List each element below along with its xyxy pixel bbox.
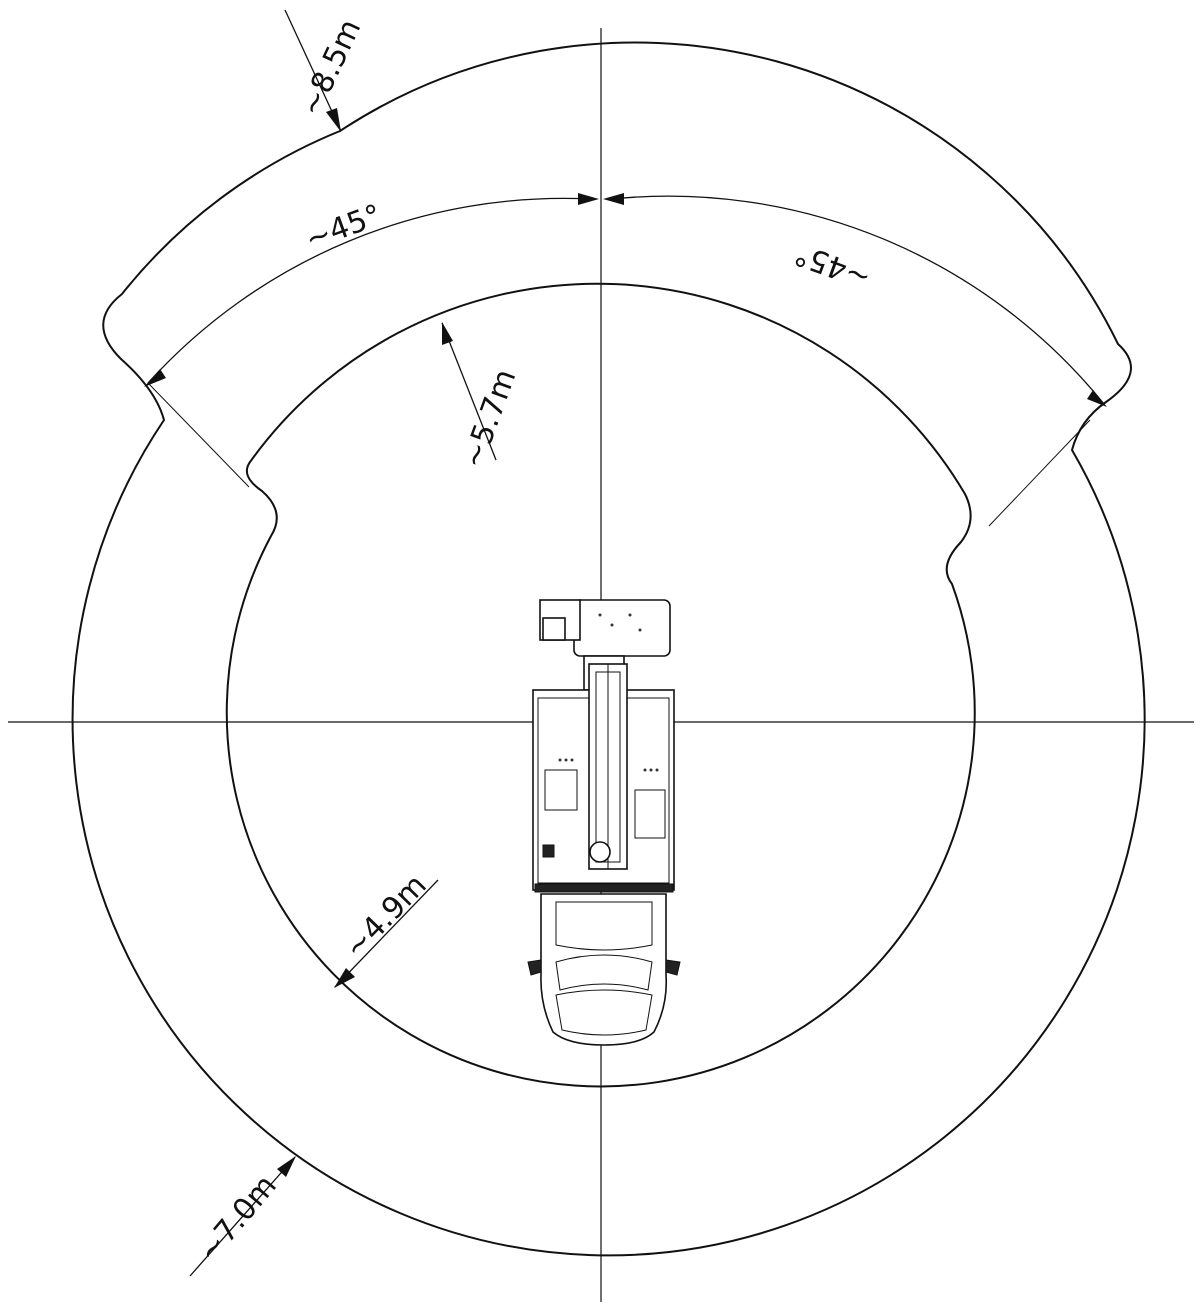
bed-dot: [638, 628, 642, 632]
bed-detail-right: [634, 789, 666, 839]
leader-5-7m: [441, 322, 497, 461]
inner-envelope: [225, 282, 976, 1088]
dimension-5-7m: ~5.7m: [441, 322, 524, 473]
bed-dot: [649, 768, 653, 772]
arrow-angle-center-left: [578, 193, 599, 205]
bed-dot: [610, 623, 614, 627]
bed-dot: [643, 768, 647, 772]
sector-lines: [147, 382, 1091, 527]
windshield: [555, 954, 653, 991]
outer-envelope: [71, 41, 1146, 1257]
truck-cab: [540, 893, 668, 1046]
bed-dot: [598, 613, 602, 617]
platform-basket: [573, 599, 671, 657]
angle-arc-right: [611, 195, 1105, 405]
label-7-0m: ~7.0m: [191, 1168, 283, 1269]
label-5-7m: ~5.7m: [456, 365, 524, 473]
boom-pivot: [589, 841, 611, 863]
arrow-angle-left-end: [144, 369, 166, 387]
bed-box: [542, 844, 555, 858]
bed-details: [542, 613, 666, 858]
hood: [555, 989, 653, 1036]
arrow-4-9m: [334, 968, 355, 988]
arrow-7-0m: [277, 1156, 296, 1177]
bed-rear-bar: [534, 883, 674, 893]
bed-dot: [564, 758, 568, 762]
mirror-right: [665, 959, 681, 976]
bed-dot: [558, 758, 562, 762]
truck-top-view: [527, 599, 681, 1046]
cab-roof: [555, 901, 653, 951]
angle-arc-left: [147, 197, 591, 384]
bed-dot: [655, 768, 659, 772]
arrow-5-7m: [442, 322, 453, 345]
arrow-8-5m: [326, 108, 341, 132]
sector-line-right: [988, 419, 1091, 527]
label-angle-left: ~45°: [301, 198, 387, 258]
sector-line-left: [147, 382, 250, 488]
dimension-4-9m: ~4.9m: [334, 868, 439, 988]
leader-7-0m: [189, 1156, 296, 1277]
angle-dimension: [144, 193, 1107, 407]
bed-dot: [628, 613, 632, 617]
arrow-angle-right-end: [1087, 390, 1107, 407]
bed-dot: [570, 758, 574, 762]
arrow-angle-center-right: [603, 193, 624, 205]
label-8-5m: ~8.5m: [294, 14, 369, 121]
dimension-7-0m: ~7.0m: [189, 1156, 296, 1277]
dimension-8-5m: ~8.5m: [284, 9, 369, 132]
mirror-left: [527, 959, 542, 976]
leader-4-9m: [334, 879, 439, 988]
label-4-9m: ~4.9m: [338, 868, 434, 966]
label-angle-right: ~45°: [790, 236, 876, 296]
bed-detail-left: [544, 769, 578, 811]
platform-control: [542, 617, 566, 641]
